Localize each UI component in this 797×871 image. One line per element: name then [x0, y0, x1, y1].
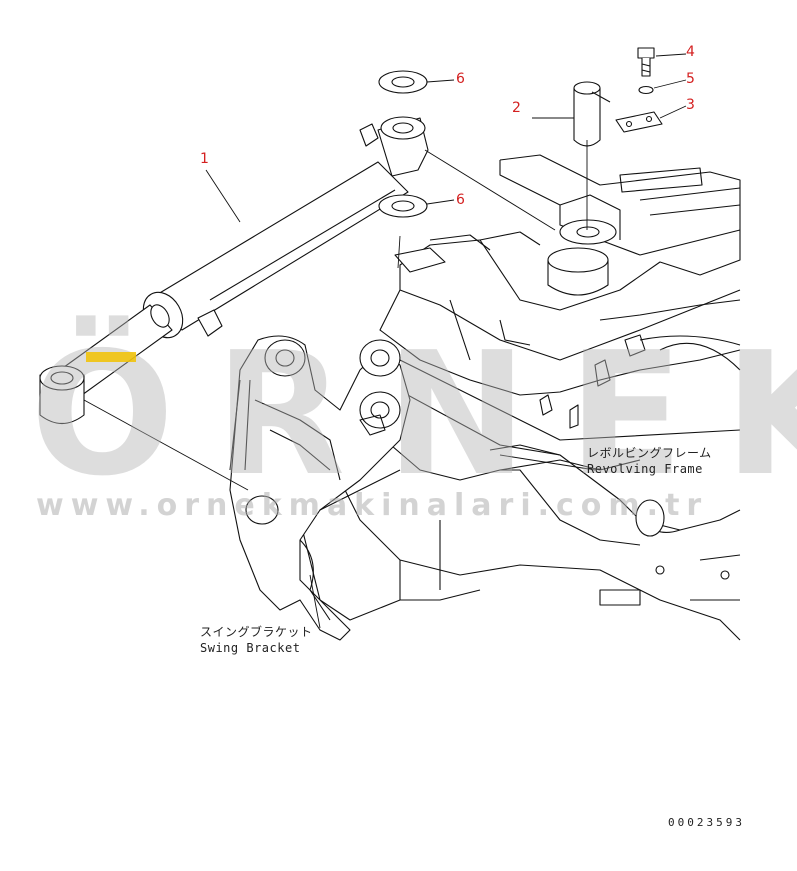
- bolt: [637, 47, 655, 77]
- washer-lower: [378, 194, 428, 218]
- lower-frame: [299, 349, 741, 641]
- washer-upper: [378, 70, 428, 94]
- callout-2: 2: [512, 100, 521, 116]
- pin: [573, 81, 611, 147]
- lock-plate: [615, 111, 663, 133]
- callout-5: 5: [686, 71, 695, 87]
- watermark-url: www.ornekmakinalari.com.tr: [36, 488, 709, 523]
- assembly-lines: [83, 53, 687, 629]
- callout-4: 4: [686, 44, 695, 60]
- callout-6-upper: 6: [456, 71, 465, 87]
- spring-washer: [638, 85, 654, 95]
- watermark-accent: [86, 352, 136, 362]
- note-revolving-frame-jp: レボルビングフレーム: [587, 446, 712, 460]
- callout-3: 3: [686, 97, 695, 113]
- watermark-brand: ÖRNEK: [30, 316, 797, 514]
- revolving-frame: [379, 154, 741, 429]
- callout-6-lower: 6: [456, 192, 465, 208]
- swing-cylinder: [39, 116, 429, 425]
- drawing-number: 00023593: [668, 816, 745, 829]
- note-revolving-frame-en: Revolving Frame: [587, 462, 703, 476]
- swing-bracket: [229, 335, 411, 641]
- note-swing-bracket-en: Swing Bracket: [200, 641, 301, 655]
- callout-1: 1: [200, 151, 209, 167]
- note-swing-bracket-jp: スイングブラケット: [200, 625, 313, 639]
